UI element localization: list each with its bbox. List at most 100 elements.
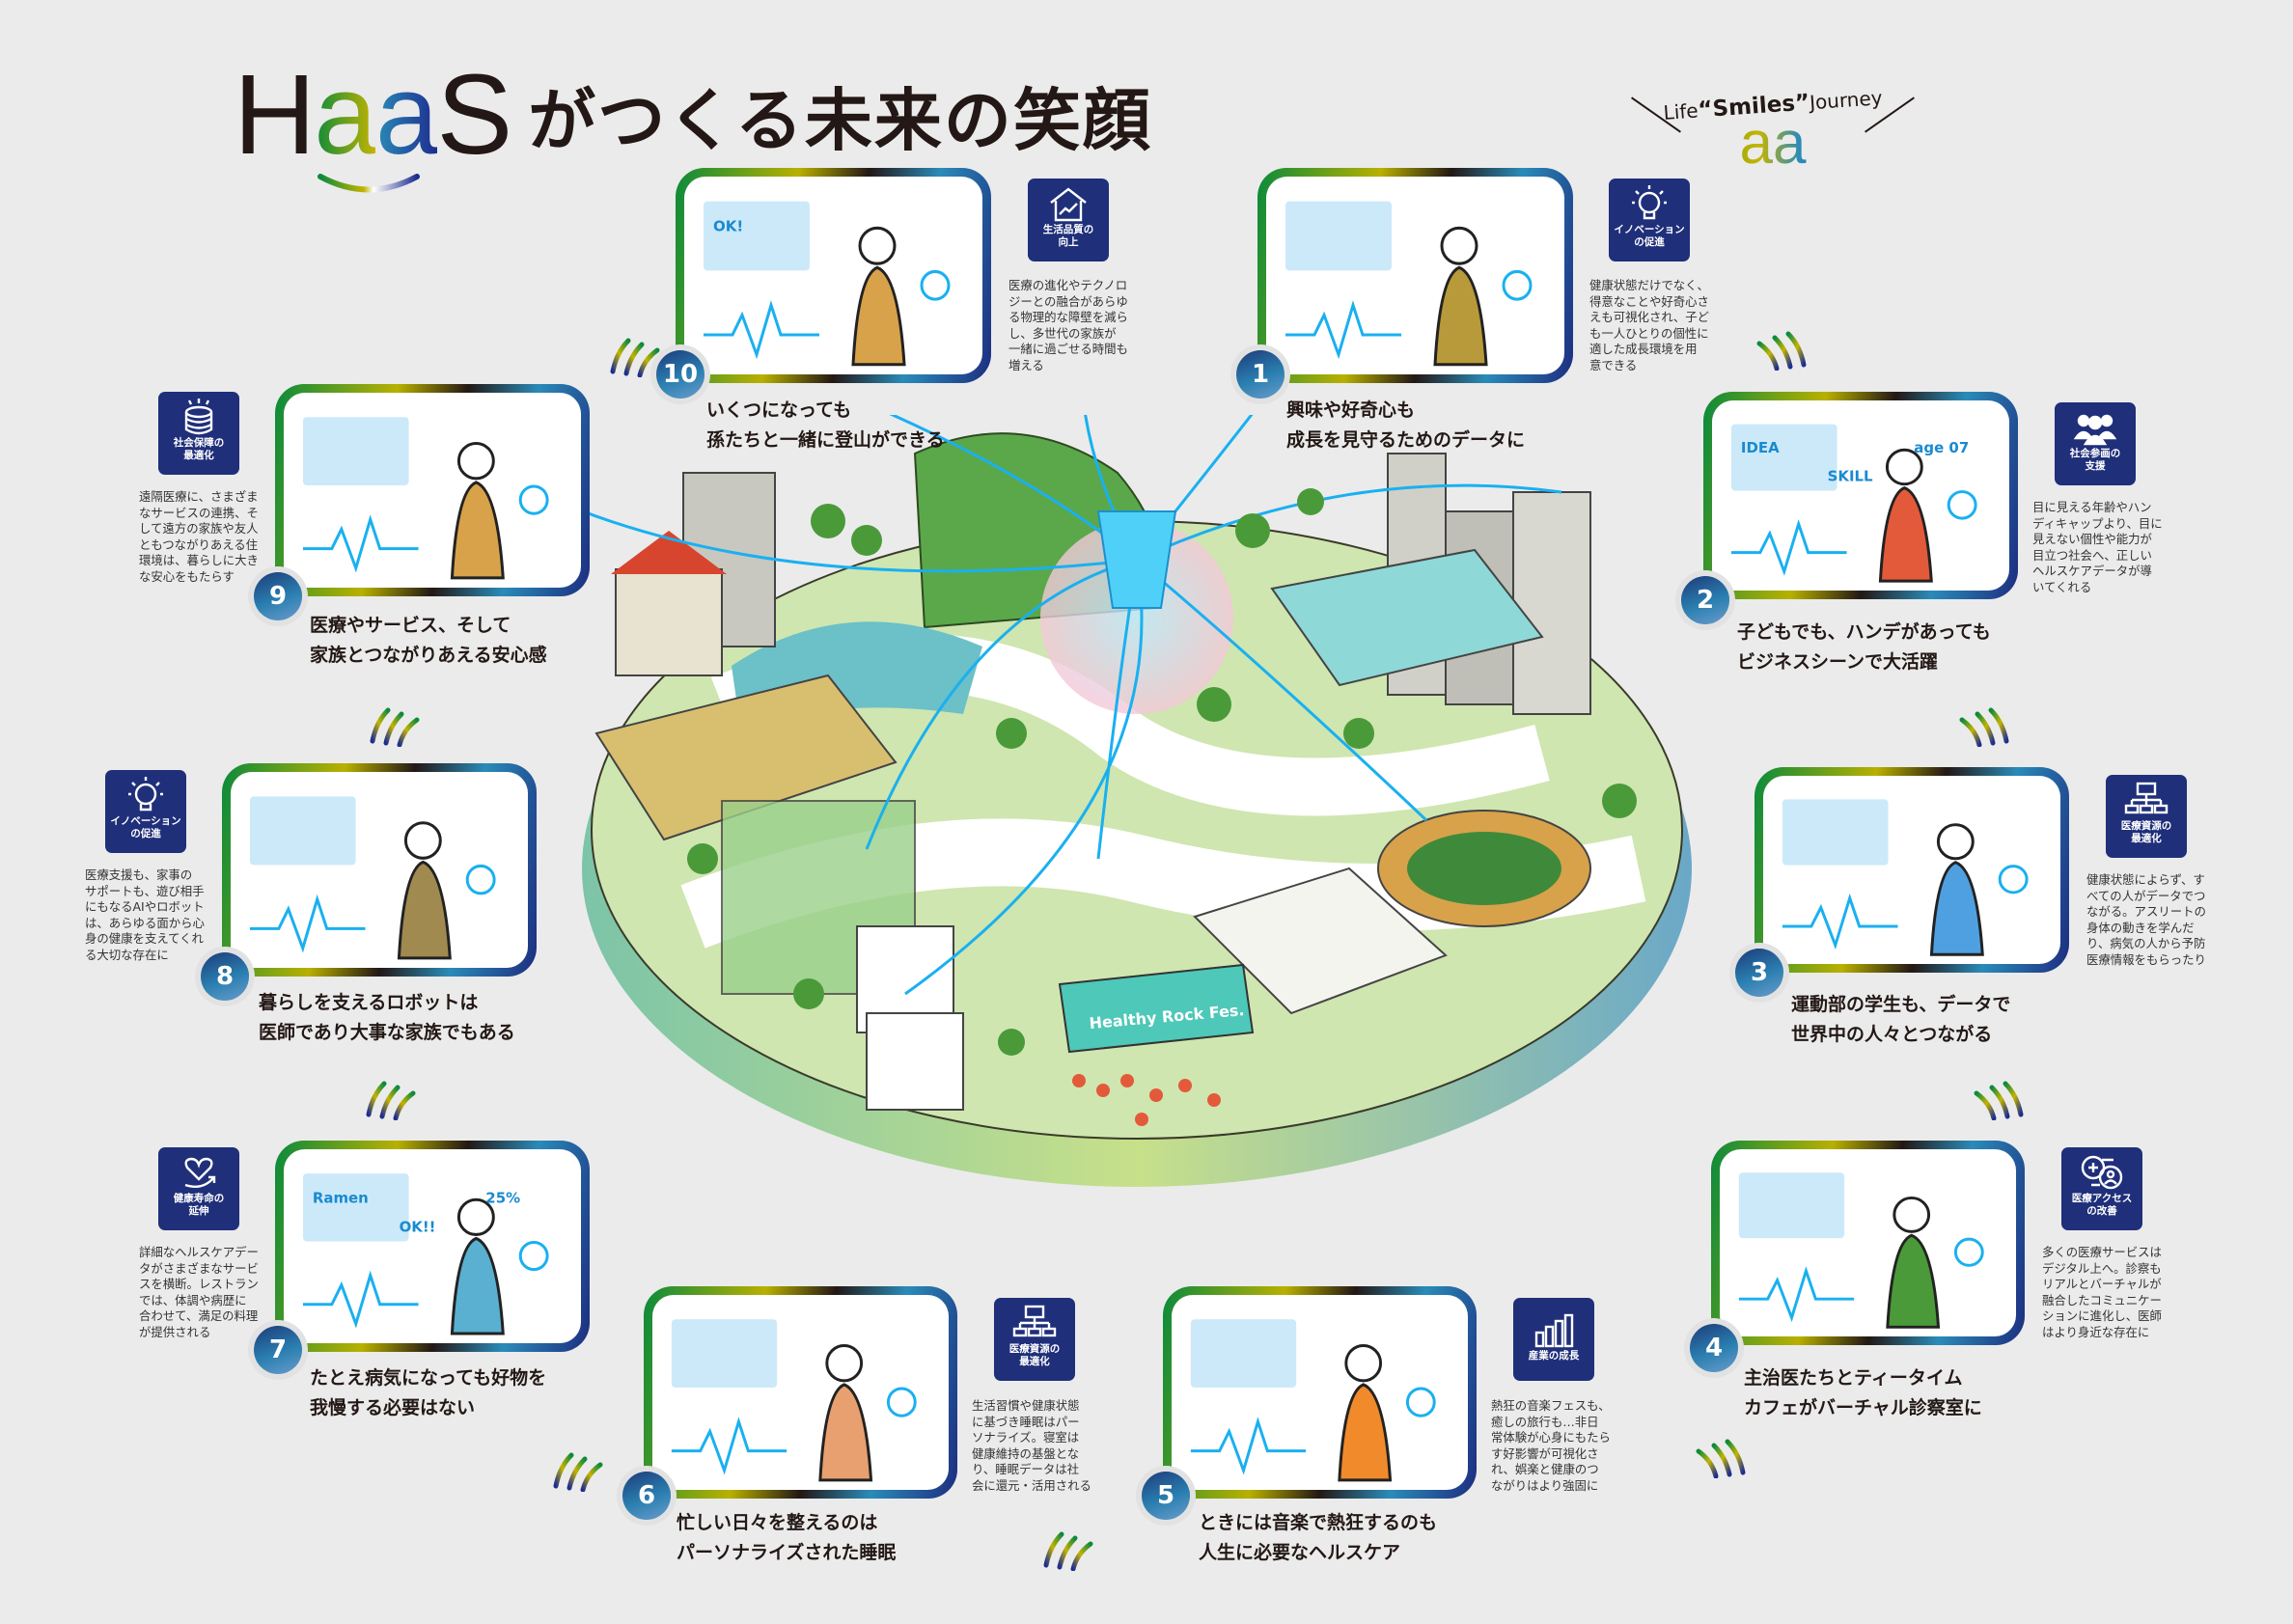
description-line: リアルとバーチャルが — [2042, 1277, 2162, 1292]
scene-number-badge: 10 — [656, 350, 704, 399]
description-line: 詳細なヘルスケアデー — [139, 1245, 259, 1259]
description-line: 熱狂の音楽フェスも、 — [1491, 1398, 1611, 1413]
caption-line: ときには音楽で熱狂するのも — [1199, 1512, 1438, 1533]
scene-number-badge: 1 — [1236, 350, 1285, 399]
scene-description: 健康状態によらず、すべての人がデータでつながる。アスリートの身体の動きを学んだり… — [2086, 872, 2206, 969]
description-line: いてくれる — [2032, 579, 2092, 594]
description-line: ながりはより強固に — [1491, 1477, 1599, 1493]
description-line: 遠隔医療に、さまざま — [139, 489, 259, 504]
logo-letter-s: S — [436, 51, 513, 179]
logo-letter-a: a — [314, 51, 377, 179]
card-illustration — [671, 1319, 917, 1482]
value-badge-label: イノベーション — [1614, 224, 1685, 235]
description-line: れ、娯楽と健康のつ — [1491, 1462, 1599, 1477]
caption-line: 世界中の人々とつながる — [1791, 1024, 1993, 1045]
description-line: にもなるAIやロボット — [85, 899, 205, 915]
description-line: 身体の動きを学んだ — [2086, 920, 2195, 935]
card-illustration — [249, 796, 496, 960]
description-line: ながる。アスリートの — [2086, 904, 2206, 920]
stage: Healthy Rock Fes. — [1058, 963, 1255, 1054]
scene-number-badge: 3 — [1735, 949, 1783, 997]
description-line: 癒しの旅行も…非日 — [1491, 1414, 1599, 1429]
swoosh-decoration-icon — [553, 1452, 603, 1492]
description-line: えも可視化され、子ど — [1589, 310, 1710, 325]
scene-caption: いくつになっても孫たちと一緒に登山ができる — [706, 396, 945, 455]
description-line: る物理的な障壁を減ら — [1008, 310, 1128, 325]
description-line: 医療の進化やテクノロ — [1008, 278, 1128, 292]
description-line: 増える — [1008, 357, 1044, 372]
poster-title: HaaS がつくる未来の笑顔 — [234, 56, 1152, 193]
caption-line: カフェがバーチャル診察室に — [1744, 1397, 1982, 1418]
swoosh-decoration-icon — [1959, 707, 2009, 747]
scene-description: 健康状態だけでなく、得意なことや好奇心さえも可視化され、子ども一人ひとりの個性に… — [1589, 278, 1709, 374]
scene-caption: 興味や好奇心も成長を見守るためのデータに — [1286, 396, 1525, 455]
haas-logo: HaaS — [234, 58, 512, 193]
page-heading: がつくる未来の笑顔 — [528, 81, 1152, 160]
value-badge-label: 延伸 — [188, 1205, 209, 1217]
bar-chart-icon — [1534, 1313, 1574, 1348]
caption-line: 忙しい日々を整えるのは — [677, 1512, 878, 1533]
description-line: ションに進化し、医師 — [2042, 1308, 2162, 1324]
description-line: べての人がデータでつ — [2086, 888, 2206, 903]
trees — [687, 488, 1637, 1056]
description-line: 会に還元・活用される — [972, 1477, 1091, 1493]
scene-description: 遠隔医療に、さまざまなサービスの連携、そして遠方の家族や友人ともつながりあえる住… — [139, 489, 259, 586]
smile-icon — [318, 174, 420, 193]
scene-number-badge: 4 — [1690, 1324, 1738, 1372]
scene-number-badge: 5 — [1142, 1472, 1190, 1520]
description-line: はより身近な存在に — [2042, 1324, 2150, 1339]
value-badge-label: 最適化 — [183, 450, 214, 461]
scene-description: 医療支援も、家事のサポートも、遊び相手にもなるAIやロボットは、あらゆる面から心… — [85, 867, 205, 964]
description-line: な安心をもたらす — [139, 568, 235, 584]
scene-number-badge: 2 — [1681, 576, 1729, 624]
description-line: も一人ひとりの個性に — [1589, 325, 1709, 341]
house — [615, 568, 723, 676]
caption-line: 成長を見守るためのデータに — [1286, 429, 1526, 451]
value-badge-label: 社会保障の — [173, 437, 225, 449]
illustration-label: age 07 — [1914, 439, 1969, 456]
scene-description: 生活習慣や健康状態に基づき睡眠はパーソナライズ。寝室は健康維持の基盤となり、睡眠… — [972, 1398, 1091, 1495]
value-badge-label: 向上 — [1058, 236, 1079, 248]
caption-line: 医師であり大事な家族でもある — [259, 1022, 515, 1043]
lightbulb-icon — [1632, 185, 1667, 220]
description-line: 一緒に過ごせる時間も — [1008, 342, 1128, 357]
description-line: 健康状態によらず、す — [2086, 872, 2205, 887]
description-line: 医療支援も、家事の — [85, 867, 193, 882]
description-line: 適した成長環境を用 — [1589, 342, 1698, 357]
scene-caption: たとえ病気になっても好物を我慢する必要はない — [310, 1363, 546, 1423]
logo-letter-a: a — [374, 51, 439, 179]
illustration-label: SKILL — [1828, 468, 1873, 485]
caption-line: 暮らしを支えるロボットは — [259, 992, 479, 1013]
description-line: 意できる — [1589, 357, 1638, 372]
card-illustration — [1738, 1172, 1984, 1329]
value-badge: 生活品質の向上 — [1028, 179, 1109, 261]
caption-line: 主治医たちとティータイム — [1744, 1367, 1963, 1389]
office-building — [1512, 491, 1591, 715]
description-line: 目に見える年齢やハン — [2032, 500, 2152, 514]
crowd — [1072, 1074, 1221, 1126]
description-line: 健康維持の基盤とな — [972, 1445, 1080, 1461]
description-line: 目立つ社会へ、正しい — [2032, 547, 2152, 563]
value-badge: 産業の成長 — [1513, 1298, 1594, 1381]
medical-access-icon — [2081, 1155, 2123, 1190]
description-line: り、睡眠データは社 — [972, 1462, 1080, 1477]
caption-line: 興味や好奇心も — [1286, 399, 1416, 421]
swoosh-decoration-icon — [1043, 1531, 1093, 1571]
value-badge-label: 医療資源の — [2120, 820, 2172, 832]
logo-letter-h: H — [234, 51, 316, 179]
description-line: スを横断。レストラン — [139, 1277, 259, 1292]
card-illustration: OK! — [704, 201, 951, 367]
swoosh-decoration-icon — [370, 707, 420, 747]
description-line: 健康状態だけでなく、 — [1589, 278, 1709, 292]
caption-line: ビジネスシーンで大活躍 — [1737, 651, 1939, 673]
value-badge: 社会保障の最適化 — [158, 392, 239, 475]
description-line: ディキャップより、目に — [2032, 515, 2163, 531]
people-icon — [2073, 414, 2117, 446]
scene-caption: 暮らしを支えるロボットは医師であり大事な家族でもある — [259, 988, 515, 1048]
caption-line: いくつになっても — [706, 399, 852, 421]
scene-description: 目に見える年齢やハンディキャップより、目に見えない個性や能力が目立つ社会へ、正し… — [2032, 500, 2163, 596]
org-chart-icon — [2124, 782, 2169, 814]
value-badge: イノベーションの促進 — [1609, 179, 1690, 261]
